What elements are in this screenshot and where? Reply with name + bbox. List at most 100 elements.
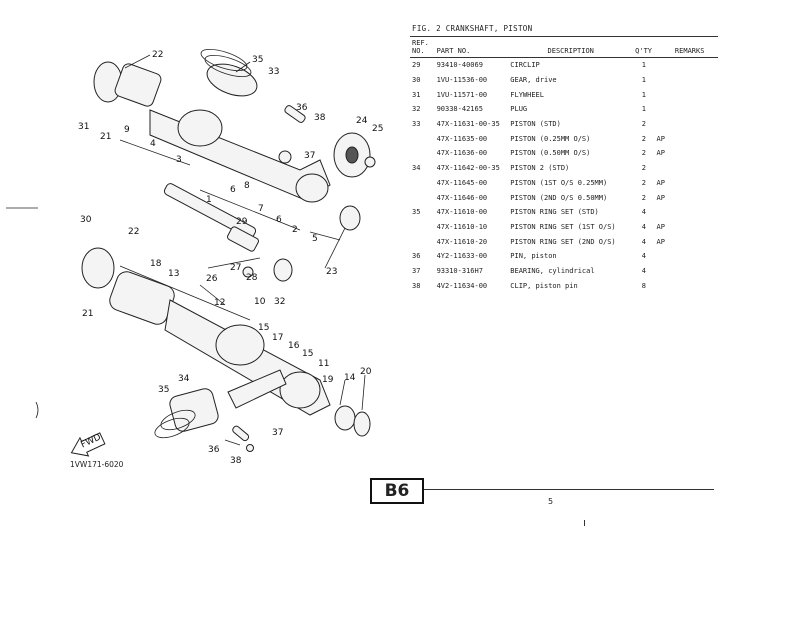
table-row: 47X-11636-00 PISTON (0.50MM O/S) 2 AP [410, 146, 718, 161]
flag-cell [655, 117, 673, 132]
description-cell: PISTON (0.50MM O/S) [510, 149, 591, 158]
callout: 26 [206, 274, 218, 284]
part-no-cell: 90338-42165 [436, 105, 483, 114]
description-cell: PISTON (STD) [510, 120, 561, 129]
ref-cell: 33 [412, 120, 421, 129]
flag-cell: AP [656, 222, 665, 231]
callout: 12 [214, 298, 225, 308]
table-row: 34 47X-11642-00-35 PISTON 2 (STD) 2 [410, 161, 718, 176]
callout: 3 [176, 155, 182, 165]
qty-cell: 1 [641, 61, 646, 70]
table-row: 31 1VU-11571-00 FLYWHEEL 1 [410, 87, 718, 102]
callout: 13 [168, 269, 179, 279]
illustration-code: 1VW171-6020 [70, 460, 124, 469]
flag-cell [655, 161, 673, 176]
description-cell: PISTON RING SET (STD) [510, 208, 599, 217]
part-no-cell: 47X-11610-10 [436, 222, 488, 231]
qty-cell: 2 [641, 193, 646, 202]
piston-part [114, 63, 162, 107]
flag-cell: AP [656, 149, 665, 158]
ref-cell [410, 131, 435, 146]
callout: 18 [150, 259, 162, 269]
front-arrow: FWD [70, 432, 106, 457]
callout: 11 [318, 359, 329, 369]
ref-cell [410, 190, 435, 205]
part-no-cell: 47X-11645-00 [436, 178, 488, 187]
lower-bearing [334, 405, 356, 431]
qty-cell: 2 [641, 178, 646, 187]
qty-cell: 4 [641, 208, 646, 217]
callout: 22 [128, 227, 139, 237]
connecting-rod [227, 369, 287, 409]
qty-cell: 4 [641, 222, 646, 231]
part-no-cell: 47X-11636-00 [436, 149, 488, 158]
callout: 30 [80, 215, 92, 225]
lower-crank-web-2 [279, 371, 321, 409]
callout: 22 [152, 50, 163, 60]
part-no-cell: 47X-11642-00-35 [436, 164, 500, 173]
piston-ring [200, 48, 248, 72]
flag-cell [655, 87, 673, 102]
qty-cell: 2 [641, 120, 646, 129]
table-header-row: REF. NO. PART NO. DESCRIPTION Q'TY REMAR… [410, 36, 718, 58]
margin-mark [584, 520, 585, 526]
crank-web [177, 109, 223, 147]
description-cell: PLUG [510, 105, 528, 114]
piston-pin-lower [232, 425, 250, 442]
table-row: 33 47X-11631-00-35 PISTON (STD) 2 [410, 117, 718, 132]
flag-cell [655, 278, 673, 293]
qty-cell: 2 [641, 149, 646, 158]
qty-cell: 4 [641, 266, 646, 275]
callout: 15 [302, 349, 313, 359]
remarks-cell [673, 249, 718, 264]
callout: 33 [268, 67, 279, 77]
flag-cell: AP [656, 134, 665, 143]
remarks-cell [673, 220, 718, 235]
ref-cell [410, 234, 435, 249]
flag-cell: AP [656, 178, 665, 187]
callout: 34 [178, 374, 190, 384]
table-row: 29 93410-40069 CIRCLIP 1 [410, 58, 718, 73]
gear-part [227, 226, 259, 252]
description-cell: PISTON RING SET (1ST O/S) [510, 222, 616, 231]
callout: 6 [230, 185, 236, 195]
ref-cell: 35 [412, 208, 421, 217]
piston-ring-lower [160, 409, 196, 431]
description-cell: GEAR, drive [510, 76, 557, 85]
qty-cell: 4 [641, 237, 646, 246]
callout: 15 [258, 323, 269, 333]
callout: 28 [246, 273, 258, 283]
plug-part [273, 258, 293, 282]
ref-cell: 29 [412, 61, 421, 70]
part-no-cell: 47X-11631-00-35 [436, 120, 500, 129]
part-no-cell: 47X-11610-20 [436, 237, 488, 246]
ref-cell [410, 176, 435, 191]
callout: 2 [292, 225, 298, 235]
flywheel-lower [81, 247, 115, 289]
lower-crank-assembly [81, 247, 371, 452]
table-row: 47X-11646-00 PISTON (2ND O/S 0.50MM) 2 A… [410, 190, 718, 205]
table-row: 47X-11610-10 PISTON RING SET (1ST O/S) 4… [410, 220, 718, 235]
callout: 29 [236, 217, 248, 227]
table-row: 47X-11635-00 PISTON (0.25MM O/S) 2 AP [410, 131, 718, 146]
callout: 1 [206, 195, 212, 205]
arrow-icon [70, 432, 106, 457]
table-row: 36 4Y2-11633-00 PIN, piston 4 [410, 249, 718, 264]
remarks-cell [673, 205, 718, 220]
description-cell: BEARING, cylindrical [510, 266, 595, 275]
callout: 14 [344, 373, 356, 383]
qty-cell: 2 [641, 164, 646, 173]
part-no-cell: 47X-11646-00 [436, 193, 488, 202]
flag-cell [655, 205, 673, 220]
ref-cell: 34 [412, 164, 421, 173]
callout: 38 [314, 113, 326, 123]
callout: 19 [322, 375, 334, 385]
remarks-cell [673, 146, 718, 161]
bearing-part [339, 205, 361, 231]
ref-cell: 32 [412, 105, 421, 114]
description-cell: FLYWHEEL [510, 90, 544, 99]
callout: 17 [272, 333, 283, 343]
callout: 7 [258, 204, 264, 214]
callout: 36 [296, 103, 308, 113]
part-no-cell: 47X-11635-00 [436, 134, 488, 143]
